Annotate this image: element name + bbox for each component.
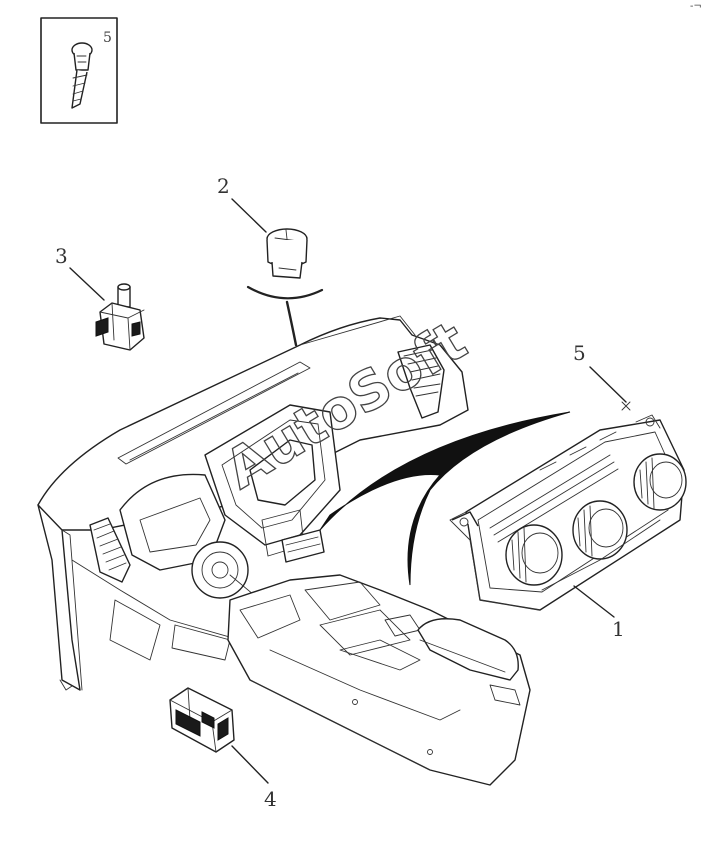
- knob-center: [572, 500, 628, 560]
- part-5-screw-pointer: 5: [573, 341, 631, 411]
- inset-label: 5: [103, 30, 112, 46]
- callout-3: 3: [55, 244, 68, 268]
- part-1-climate-control: 1: [449, 414, 687, 641]
- part-4-connector: 4: [169, 687, 277, 811]
- knob-right: [633, 453, 687, 511]
- inset-screw-box: 5: [40, 17, 118, 124]
- knob-left: [505, 524, 563, 586]
- dashboard-assembly: [37, 315, 531, 786]
- screw-icon: [71, 42, 93, 109]
- callout-4: 4: [264, 787, 277, 811]
- callout-2: 2: [217, 174, 230, 198]
- part-3-switch: 3: [55, 244, 145, 351]
- callout-curve-arrow: [319, 411, 571, 586]
- callout-1: 1: [612, 617, 625, 641]
- corner-mark: -¬: [690, 1, 702, 12]
- part-2-sensor: 2: [217, 174, 324, 347]
- callout-5: 5: [573, 341, 586, 365]
